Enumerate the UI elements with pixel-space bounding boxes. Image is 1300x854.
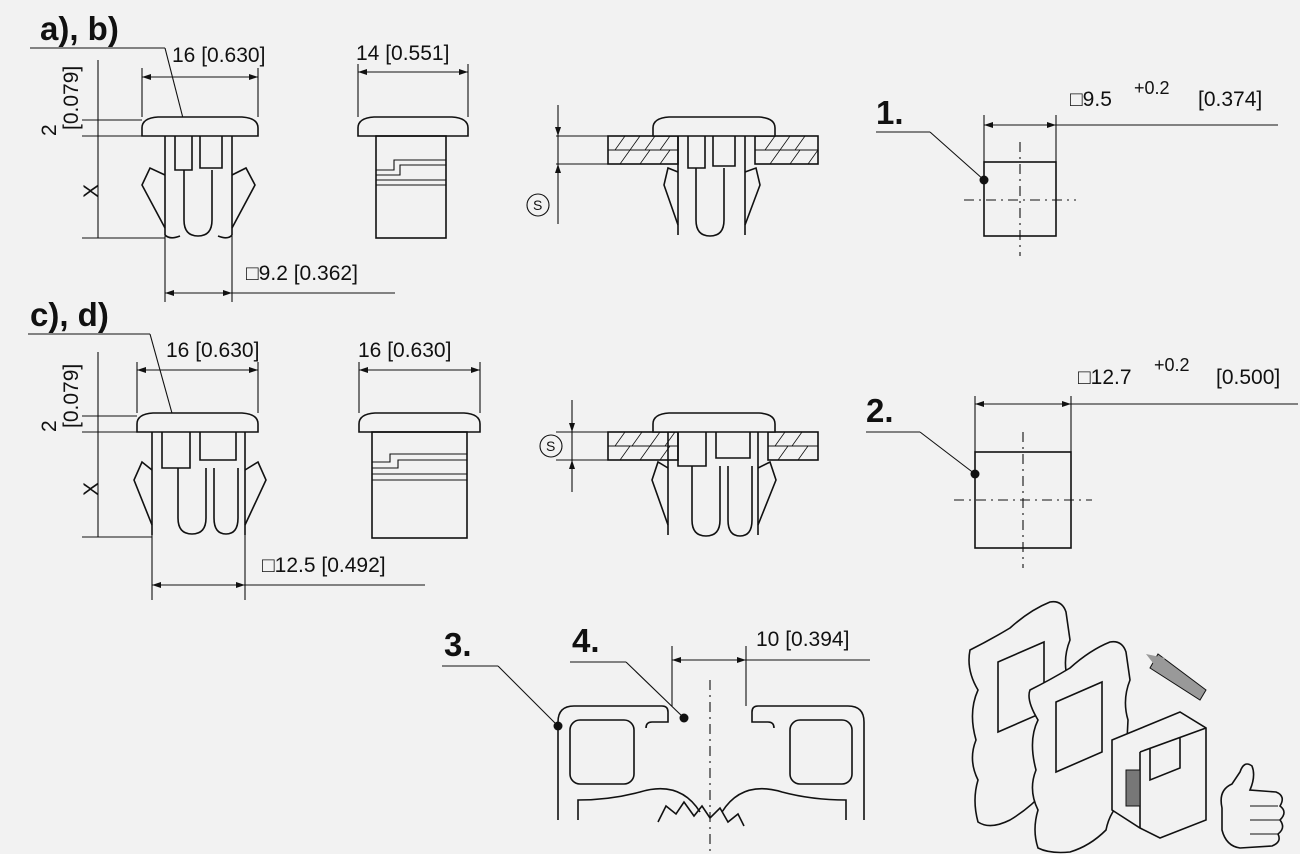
cd-head-width: 16 [0.630] <box>166 339 259 362</box>
ab-head-width: 16 [0.630] <box>172 44 265 67</box>
hole1-main: □9.5 <box>1070 88 1112 111</box>
clip-side-view-ab: 14 [0.551] <box>356 42 469 239</box>
label-4: 4. <box>572 622 600 659</box>
slot-width: 10 [0.394] <box>756 628 849 651</box>
ab-side-width: 14 [0.551] <box>356 42 449 65</box>
thumbs-up-icon <box>1220 763 1285 849</box>
label-2: 2. <box>866 392 894 429</box>
cd-body-sq: □12.5 [0.492] <box>262 554 386 577</box>
cd-thk-in: [0.079] <box>60 364 83 428</box>
assembly-illustration <box>968 600 1285 854</box>
clip-front-view-cd: c), d) 16 [0.630] 2 [0.079] X □12.5 [0.4… <box>28 296 425 600</box>
cd-x: X <box>80 482 103 496</box>
hole-diagram-2: 2. □12.7 +0.2 [0.500] <box>866 355 1298 568</box>
hole2-in: [0.500] <box>1216 366 1280 389</box>
extrusion-profile: 3. 4. 10 [0.394] <box>442 622 870 852</box>
hole2-tol: +0.2 <box>1154 355 1190 375</box>
clip-front-view-ab: a), b) 16 [0.630] 2 [0.079] X □9.2 [0.36… <box>30 10 395 302</box>
ab-thk-in: [0.079] <box>60 66 83 130</box>
ab-thickness-symbol: S <box>533 197 542 213</box>
hole2-main: □12.7 <box>1078 366 1132 389</box>
hole1-in: [0.374] <box>1198 88 1262 111</box>
clip-installed-view-cd: S <box>539 400 819 537</box>
clip-side-view-cd: 16 [0.630] <box>358 339 481 539</box>
hole1-tol: +0.2 <box>1134 78 1170 98</box>
ab-thk-mm: 2 <box>38 124 61 136</box>
label-ab: a), b) <box>40 10 119 47</box>
hole-diagram-1: 1. □9.5 +0.2 [0.374] <box>876 78 1278 256</box>
label-3: 3. <box>444 626 472 663</box>
ab-x: X <box>80 184 103 198</box>
cd-side-width: 16 [0.630] <box>358 339 451 362</box>
clip-installed-view-ab: S <box>526 105 819 237</box>
cd-thickness-symbol: S <box>546 438 555 454</box>
ab-body-sq: □9.2 [0.362] <box>246 262 358 285</box>
insertion-arrow-icon <box>1146 654 1165 672</box>
label-cd: c), d) <box>30 296 109 333</box>
label-1: 1. <box>876 94 904 131</box>
cd-thk-mm: 2 <box>38 420 61 432</box>
